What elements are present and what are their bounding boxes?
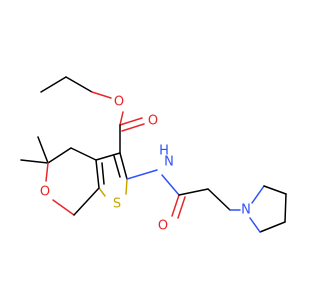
bond-c3-c2-a bbox=[119, 152, 128, 180]
bond-c7-c7a bbox=[73, 187, 100, 216]
bond-npyrr-ca bbox=[251, 185, 265, 204]
atom-amide-o: O bbox=[158, 219, 168, 234]
bond-amide-double-a bbox=[171, 194, 180, 217]
bond-c5-me2 bbox=[37, 136, 49, 164]
bond-c3-c2-b bbox=[113, 155, 121, 178]
atom-amide-h: H bbox=[159, 144, 169, 159]
bond-oether-carbonylc bbox=[119, 111, 124, 126]
bond-c7a-s bbox=[98, 187, 106, 197]
bond-c3a-c7a-b bbox=[101, 162, 105, 185]
bond-s-c2 bbox=[125, 178, 128, 195]
bond-c3-c3a bbox=[95, 152, 121, 161]
bond-c3a-c7a-a bbox=[95, 159, 100, 189]
bond-c4-c5 bbox=[47, 147, 72, 164]
bond-c5-me1 bbox=[20, 159, 49, 164]
atom-amide-n: N bbox=[164, 155, 174, 170]
bond-ethyl-ch2 bbox=[65, 76, 93, 93]
bond-ethyl-ch3 bbox=[40, 76, 67, 93]
atom-pyrrolidine-n: N bbox=[241, 203, 251, 218]
bond-carbonyl-double-a bbox=[119, 117, 143, 126]
atom-ester-o-ether: O bbox=[114, 95, 124, 110]
bond-c5-opyran bbox=[45, 162, 49, 182]
atom-pyran-o: O bbox=[40, 185, 50, 200]
bond-ch2a-ch2b bbox=[207, 188, 231, 211]
atom-labels: O O O S N H O N bbox=[40, 95, 251, 234]
bonds bbox=[20, 76, 287, 233]
structure-diagram: O O O S N H O N bbox=[20, 76, 287, 234]
bond-carbonyl-double-b bbox=[121, 123, 145, 132]
bond-amide-double-b bbox=[177, 196, 186, 219]
bond-amidec-ch2a bbox=[178, 188, 209, 196]
atom-ester-o-carbonyl: O bbox=[148, 114, 158, 129]
bond-c2-nh bbox=[126, 169, 158, 180]
bond-nh-amidec bbox=[161, 174, 180, 196]
bond-cc-cd bbox=[259, 221, 286, 233]
bond-opyran-c7 bbox=[52, 199, 75, 216]
bond-cb-cc bbox=[284, 193, 287, 223]
bond-ca-cb bbox=[263, 185, 287, 195]
bond-ch2-oether bbox=[91, 91, 112, 99]
bond-c3a-c4 bbox=[70, 147, 97, 161]
atom-thiophene-s: S bbox=[113, 197, 121, 212]
bond-cd-npyrr bbox=[249, 217, 261, 233]
